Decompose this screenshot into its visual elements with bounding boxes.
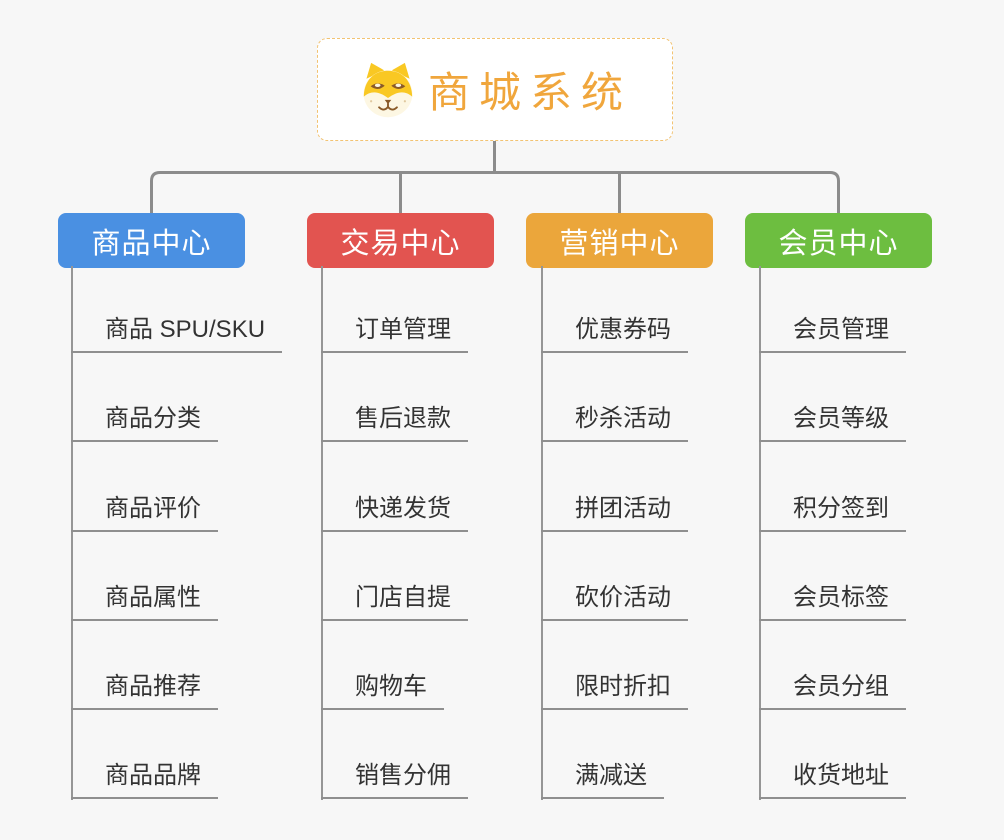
branch-label: 会员中心 [778, 227, 899, 260]
leaf-node[interactable]: 售后退款 [321, 398, 468, 443]
leaf-node[interactable]: 限时折扣 [541, 666, 688, 710]
root-node[interactable]: 商城系统 [317, 38, 673, 141]
trunk-line [759, 266, 761, 800]
branch-header-trade-center[interactable]: 交易中心 [307, 213, 494, 268]
leaf-node[interactable]: 会员标签 [759, 577, 906, 621]
trunk-line [321, 266, 323, 800]
leaf-node[interactable]: 商品分类 [71, 398, 218, 443]
leaf-node[interactable]: 商品评价 [71, 488, 218, 532]
leaf-node[interactable]: 砍价活动 [541, 577, 688, 621]
leaf-node[interactable]: 积分签到 [759, 488, 906, 532]
leaf-node[interactable]: 销售分佣 [321, 755, 468, 800]
leaf-node[interactable]: 商品 SPU/SKU [71, 309, 283, 354]
leaf-column-product: 商品 SPU/SKU 商品分类 商品评价 商品属性 商品推荐 商品品牌 [71, 264, 301, 800]
leaf-node[interactable]: 拼团活动 [541, 488, 688, 532]
leaf-node[interactable]: 购物车 [321, 666, 444, 710]
leaf-node[interactable]: 收货地址 [759, 755, 906, 800]
dog-face-icon [358, 60, 418, 120]
trunk-line [541, 266, 543, 800]
leaf-node[interactable]: 会员分组 [759, 666, 906, 710]
leaf-node[interactable]: 优惠券码 [541, 309, 688, 354]
branch-header-marketing-center[interactable]: 营销中心 [526, 213, 713, 268]
leaf-node[interactable]: 快递发货 [321, 488, 468, 532]
trunk-line [71, 266, 73, 800]
branch-label: 交易中心 [340, 227, 461, 260]
leaf-node[interactable]: 会员等级 [759, 398, 906, 443]
leaf-node[interactable]: 秒杀活动 [541, 398, 688, 443]
branch-header-product-center[interactable]: 商品中心 [58, 213, 245, 268]
leaf-column-marketing: 优惠券码 秒杀活动 拼团活动 砍价活动 限时折扣 满减送 [541, 264, 771, 800]
leaf-column-member: 会员管理 会员等级 积分签到 会员标签 会员分组 收货地址 [759, 264, 989, 800]
branch-label: 商品中心 [91, 227, 212, 260]
branch-label: 营销中心 [559, 227, 680, 260]
root-title: 商城系统 [427, 69, 632, 116]
leaf-node[interactable]: 门店自提 [321, 577, 468, 621]
leaf-node[interactable]: 商品推荐 [71, 666, 218, 710]
leaf-node[interactable]: 商品品牌 [71, 755, 218, 800]
leaf-node[interactable]: 满减送 [541, 755, 664, 800]
branch-header-member-center[interactable]: 会员中心 [745, 213, 932, 268]
leaf-node[interactable]: 商品属性 [71, 577, 218, 621]
leaf-node[interactable]: 订单管理 [321, 309, 468, 354]
leaf-node[interactable]: 会员管理 [759, 309, 906, 354]
leaf-column-trade: 订单管理 售后退款 快递发货 门店自提 购物车 销售分佣 [321, 264, 551, 800]
